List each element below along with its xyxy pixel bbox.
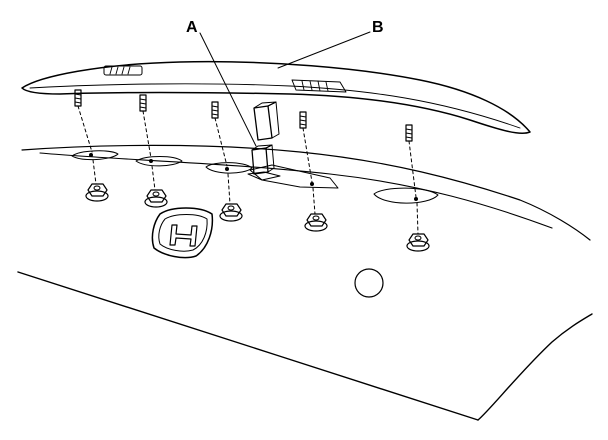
lock-cylinder	[354, 268, 384, 298]
flange-nut	[144, 165, 168, 208]
flange-nut	[85, 159, 109, 202]
callout-b: B	[277, 19, 384, 69]
flange-nut	[304, 187, 328, 232]
callout-a: A	[186, 19, 257, 147]
trunk-lid	[17, 144, 593, 421]
mounting-screw	[405, 124, 417, 198]
mounting-screw	[299, 111, 313, 183]
flange-nut	[406, 202, 430, 252]
mounting-screw	[211, 101, 228, 167]
mounting-nuts	[85, 159, 430, 252]
mounting-screw	[74, 89, 93, 153]
mounting-recesses	[71, 150, 439, 204]
callout-b-label: B	[372, 19, 384, 36]
spoiler	[21, 60, 531, 134]
brake-light-connector	[247, 101, 281, 181]
callout-a-label: A	[186, 19, 198, 36]
honda-h-emblem	[151, 207, 214, 259]
mounting-screws	[74, 89, 417, 198]
brake-light-right-vents	[291, 79, 347, 93]
brake-light-left-vents	[103, 65, 143, 76]
mounting-screw	[139, 94, 152, 159]
flange-nut	[219, 173, 243, 222]
